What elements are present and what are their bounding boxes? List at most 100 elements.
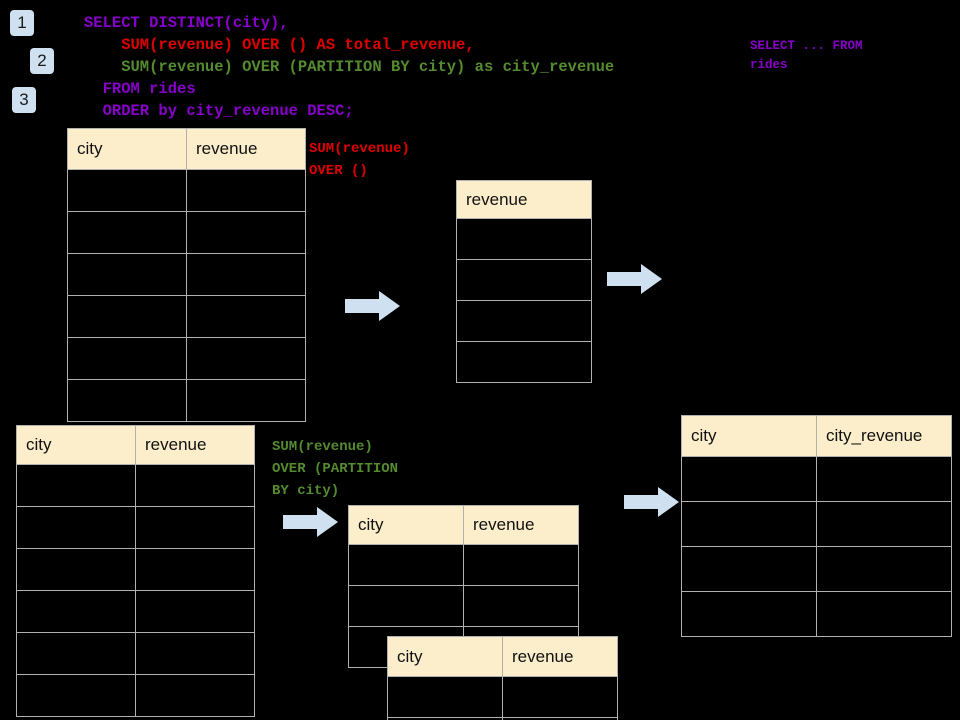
side-note-line-1: SELECT ... FROM bbox=[750, 39, 863, 53]
cell bbox=[186, 379, 306, 422]
cell bbox=[186, 295, 306, 338]
column-header-city: city bbox=[348, 505, 464, 545]
column-header-city: city bbox=[387, 636, 503, 677]
cell bbox=[67, 379, 187, 422]
cell bbox=[456, 259, 592, 301]
table-row bbox=[681, 591, 952, 637]
sql-line-total-revenue: SUM(revenue) OVER () AS total_revenue, bbox=[84, 36, 475, 54]
step-badge-2: 2 bbox=[30, 48, 54, 74]
column-header-city-revenue: city_revenue bbox=[816, 415, 952, 457]
table-row bbox=[348, 585, 579, 627]
cell bbox=[816, 501, 952, 547]
cell bbox=[135, 464, 255, 507]
cell bbox=[456, 218, 592, 260]
table-row bbox=[16, 464, 255, 507]
table-rides-source-bottom: city revenue bbox=[16, 425, 255, 717]
side-note-line-2: rides bbox=[750, 58, 788, 72]
cell bbox=[186, 211, 306, 254]
cell bbox=[816, 546, 952, 592]
table-row bbox=[681, 546, 952, 592]
table-header-row: city revenue bbox=[348, 505, 579, 545]
cell bbox=[67, 169, 187, 212]
cell bbox=[135, 632, 255, 675]
cell bbox=[186, 253, 306, 296]
column-header-revenue: revenue bbox=[135, 425, 255, 465]
cell bbox=[135, 674, 255, 717]
cell bbox=[135, 548, 255, 591]
cell bbox=[456, 341, 592, 383]
cell bbox=[348, 585, 464, 627]
arrow-partition-to-final bbox=[624, 486, 680, 518]
cell bbox=[502, 676, 618, 718]
cell bbox=[67, 211, 187, 254]
cell bbox=[16, 674, 136, 717]
sql-line-from: FROM rides bbox=[84, 80, 196, 98]
step-badge-1: 1 bbox=[10, 10, 34, 36]
cell bbox=[681, 546, 817, 592]
sql-line-city-revenue: SUM(revenue) OVER (PARTITION BY city) as… bbox=[84, 58, 615, 76]
cell bbox=[16, 632, 136, 675]
annotation-over-partition: SUM(revenue) OVER (PARTITION BY city) bbox=[272, 439, 399, 499]
table-row bbox=[67, 379, 306, 422]
table-row bbox=[67, 337, 306, 380]
cell bbox=[463, 585, 579, 627]
table-row bbox=[16, 548, 255, 591]
table-row bbox=[16, 590, 255, 633]
column-header-city: city bbox=[67, 128, 187, 170]
cell bbox=[16, 548, 136, 591]
table-rides-source-top: city revenue bbox=[67, 128, 306, 422]
annotation-over-empty: SUM(revenue) OVER () bbox=[309, 141, 410, 179]
table-header-row: city revenue bbox=[67, 128, 306, 170]
table-row bbox=[681, 456, 952, 502]
table-final-result: city city_revenue bbox=[681, 415, 952, 637]
column-header-revenue: revenue bbox=[463, 505, 579, 545]
cell bbox=[16, 590, 136, 633]
table-row bbox=[67, 253, 306, 296]
table-row bbox=[16, 632, 255, 675]
step-badge-3: 3 bbox=[12, 87, 36, 113]
table-row bbox=[348, 544, 579, 586]
column-header-revenue: revenue bbox=[456, 180, 592, 219]
cell bbox=[16, 506, 136, 549]
table-row bbox=[67, 295, 306, 338]
cell bbox=[186, 337, 306, 380]
cell bbox=[816, 456, 952, 502]
table-row bbox=[456, 259, 592, 301]
table-header-row: city revenue bbox=[16, 425, 255, 465]
cell bbox=[502, 717, 618, 720]
cell bbox=[681, 501, 817, 547]
table-row bbox=[387, 676, 618, 718]
cell bbox=[681, 456, 817, 502]
cell bbox=[463, 544, 579, 586]
cell bbox=[135, 590, 255, 633]
cell bbox=[67, 295, 187, 338]
table-row bbox=[67, 211, 306, 254]
column-header-city: city bbox=[16, 425, 136, 465]
table-row bbox=[16, 674, 255, 717]
table-row bbox=[681, 501, 952, 547]
table-header-row: city city_revenue bbox=[681, 415, 952, 457]
arrow-total-to-final bbox=[607, 263, 663, 295]
cell bbox=[387, 676, 503, 718]
table-row bbox=[16, 506, 255, 549]
arrow-source-to-partition bbox=[283, 506, 339, 538]
cell bbox=[67, 337, 187, 380]
cell bbox=[67, 253, 187, 296]
sql-line-select: SELECT DISTINCT(city), bbox=[84, 14, 289, 32]
cell bbox=[348, 544, 464, 586]
table-row bbox=[456, 300, 592, 342]
sql-line-order-by: ORDER by city_revenue DESC; bbox=[84, 102, 354, 120]
cell bbox=[135, 506, 255, 549]
column-header-revenue: revenue bbox=[186, 128, 306, 170]
cell bbox=[456, 300, 592, 342]
table-total-revenue: revenue bbox=[456, 180, 592, 383]
arrow-source-to-total bbox=[345, 290, 401, 322]
table-row bbox=[456, 341, 592, 383]
table-header-row: city revenue bbox=[387, 636, 618, 677]
table-row bbox=[456, 218, 592, 260]
column-header-city: city bbox=[681, 415, 817, 457]
table-row bbox=[67, 169, 306, 212]
cell bbox=[681, 591, 817, 637]
cell bbox=[186, 169, 306, 212]
